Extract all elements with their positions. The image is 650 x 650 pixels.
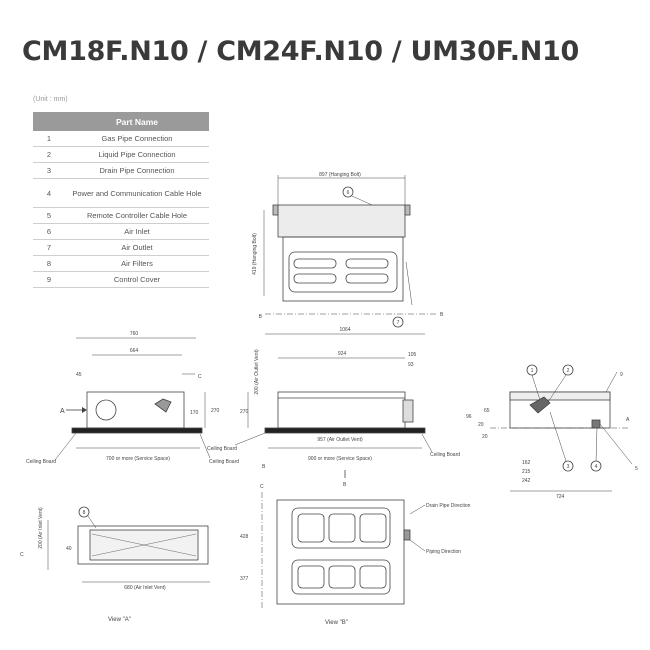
marker-8: 8 (83, 510, 86, 516)
side-right-dim: 170 (190, 410, 199, 416)
side-ceiling-left: Ceiling Board (26, 459, 56, 465)
arrow-b-label: B (343, 482, 347, 488)
view-b-label: View "B" (325, 620, 348, 626)
top-view-height-dim: 419 (Hanging Bolt) (252, 233, 258, 275)
view-a-small-dim: 40 (66, 546, 72, 552)
parts-table-header-no (33, 112, 65, 131)
front-vertical-dim: 200 (Air Outlet Vent) (254, 349, 260, 395)
view-b-point-c: C (260, 484, 264, 490)
marker-5: 5 (635, 466, 638, 472)
view-a-bottom-dim: 680 (Air Inlet Vent) (124, 585, 166, 591)
right-dim-242: 242 (522, 478, 531, 484)
front-service-space: 900 or more (Service Space) (308, 456, 372, 462)
marker-circle (342, 186, 354, 198)
view-a: 200 (Air Inlet Vent) 8 40 680 (Air Inlet… (20, 506, 210, 623)
part-name: Air Inlet (65, 223, 209, 240)
front-height-dim: 270 (240, 409, 249, 415)
right-dim-20a: 20 (478, 422, 484, 428)
side-small-dim: 45 (76, 372, 82, 378)
marker-2: 2 (567, 368, 570, 374)
part-number: 7 (33, 239, 65, 256)
unit-label: (Unit : mm) (33, 96, 68, 103)
front-inner-dim: 924 (338, 351, 347, 357)
part-name: Air Filters (65, 255, 209, 272)
top-view: 897 (Hanging Bolt) 6 419 (Hanging Bolt) … (252, 172, 444, 328)
right-dim-20b: 20 (482, 434, 488, 440)
part-name: Power and Communication Cable Hole (65, 178, 209, 208)
part-number: 3 (33, 162, 65, 179)
right-dim-215: 215 (522, 469, 531, 475)
front-view: 1064 924 105 93 200 (Air Outlet Vent) 27… (207, 327, 460, 488)
front-right-dim-b: 93 (408, 362, 414, 368)
right-point-a: A (626, 417, 630, 423)
marker-3: 3 (567, 464, 570, 470)
side-service-space: 700 or more (Service Space) (106, 456, 170, 462)
parts-table-header-row: Part Name (33, 112, 209, 131)
front-ceiling-left: Ceiling Board (207, 446, 237, 452)
right-dim-96: 96 (466, 414, 472, 420)
right-dim-65: 65 (484, 408, 490, 414)
side-height-dim: 270 (211, 408, 220, 414)
front-ceiling-right: Ceiling Board (430, 452, 460, 458)
view-a-point-c: C (20, 552, 24, 558)
top-view-width-dim: 897 (Hanging Bolt) (319, 172, 361, 178)
point-b-left: B (259, 314, 263, 320)
right-view: 1 2 9 3 4 5 162 215 242 724 96 20 65 20 … (466, 364, 638, 500)
parts-table-header-name: Part Name (65, 112, 209, 131)
part-number: 5 (33, 207, 65, 224)
front-right-dim-a: 105 (408, 352, 417, 358)
marker-6: 6 (347, 190, 350, 196)
part-name: Air Outlet (65, 239, 209, 256)
marker-1: 1 (531, 368, 534, 374)
side-point-c: C (198, 374, 202, 380)
view-b-left-dim-b: 377 (240, 576, 249, 582)
point-b-right: B (440, 312, 444, 318)
part-number: 8 (33, 255, 65, 272)
part-name: Gas Pipe Connection (65, 131, 209, 147)
view-b-left-dim-a: 428 (240, 534, 249, 540)
arrow-a-label: A (60, 408, 65, 415)
side-view: 760 664 45 170 A 270 700 or more (Servic… (26, 331, 239, 465)
page-title: CM18F.N10 / CM24F.N10 / UM30F.N10 (22, 36, 580, 67)
part-name: Remote Controller Cable Hole (65, 207, 209, 224)
part-name: Control Cover (65, 271, 209, 288)
front-overall-dim: 1064 (339, 327, 350, 333)
part-number: 4 (33, 178, 65, 208)
part-name: Liquid Pipe Connection (65, 146, 209, 163)
right-dim-162: 162 (522, 460, 531, 466)
part-number: 9 (33, 271, 65, 288)
part-number: 2 (33, 146, 65, 163)
view-a-label: View "A" (108, 617, 131, 623)
marker-4: 4 (595, 464, 598, 470)
part-number: 1 (33, 131, 65, 147)
drain-pipe-direction-label: Drain Pipe Direction (426, 503, 471, 509)
piping-direction-label: Piping Direction (426, 549, 461, 555)
marker-7: 7 (397, 320, 400, 326)
side-overall-dim: 760 (130, 331, 139, 337)
part-number: 6 (33, 223, 65, 240)
view-a-vertical-dim: 200 (Air Inlet Vent) (38, 507, 44, 549)
marker-9: 9 (620, 372, 623, 378)
right-dim-724: 724 (556, 494, 565, 500)
part-name: Drain Pipe Connection (65, 162, 209, 179)
side-inner-dim: 664 (130, 348, 139, 354)
front-point-b: B (262, 464, 266, 470)
side-ceiling-right: Ceiling Board (209, 459, 239, 465)
view-b: C 428 377 Drain Pipe Direction Piping Di… (240, 484, 471, 626)
front-outlet-dim: 957 (Air Outlet Vent) (317, 437, 363, 443)
